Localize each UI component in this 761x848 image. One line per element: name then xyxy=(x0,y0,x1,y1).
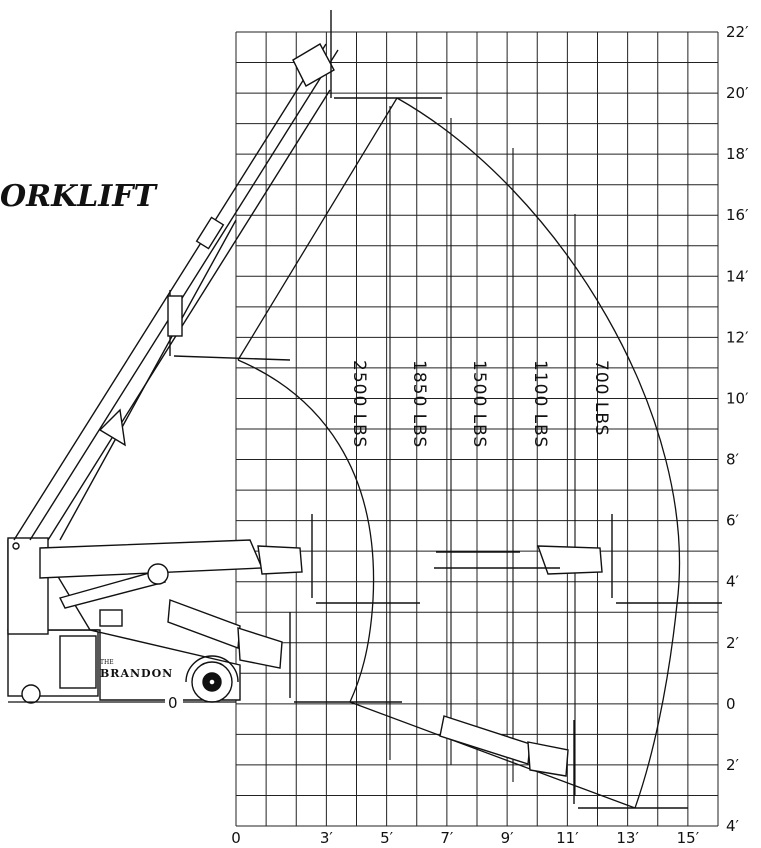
envelope-upper-boundary xyxy=(237,97,398,361)
boom-lowered xyxy=(167,599,688,809)
y-tick-label: 16′ xyxy=(726,206,749,224)
diagram-title: ORKLIFT xyxy=(0,179,159,214)
forklift-rear-wheel xyxy=(21,684,41,704)
forklift-pivot xyxy=(12,542,20,550)
boom-horizontal xyxy=(39,514,722,609)
y-tick-label: 8′ xyxy=(726,451,740,469)
capacity-labels: 2500 LBS 1850 LBS 1500 LBS 1100 LBS 700 … xyxy=(349,360,611,448)
capacity-label-1500: 1500 LBS xyxy=(469,360,489,448)
forklift-fender xyxy=(185,655,239,683)
y-tick-label: 4′ xyxy=(726,817,740,835)
forklift-battery-box xyxy=(59,635,97,689)
boom-raised xyxy=(13,10,442,541)
brand-name: BRANDON xyxy=(100,667,173,680)
y-tick-label: 14′ xyxy=(726,267,749,285)
capacity-label-700: 700 LBS xyxy=(591,360,611,436)
envelope-lower-boundary xyxy=(349,701,636,809)
x-tick-label: 5′ xyxy=(380,829,394,847)
x-tick-label: 7′ xyxy=(440,829,454,847)
load-envelope xyxy=(237,97,681,809)
y-tick-label: 4′ xyxy=(726,573,740,591)
x-tick-label: 3′ xyxy=(320,829,334,847)
forklift-control-box xyxy=(99,609,123,627)
capacity-label-2500: 2500 LBS xyxy=(349,360,369,448)
y-axis-ticks: 22′ 20′ 18′ 16′ 14′ 12′ 10′ 8′ 6′ 4′ 2′ 0 2′ 4′ xyxy=(726,23,749,835)
origin-label: 0 xyxy=(168,694,178,712)
brand-prefix: THE xyxy=(100,659,114,666)
origin-label-bg xyxy=(165,694,183,710)
y-tick-label: 18′ xyxy=(726,145,749,163)
x-tick-label: 9′ xyxy=(501,829,515,847)
y-tick-label: 12′ xyxy=(726,328,749,346)
capacity-label-1100: 1100 LBS xyxy=(530,360,550,448)
x-tick-label: 11′ xyxy=(556,829,579,847)
x-tick-label: 0 xyxy=(231,829,241,847)
envelope-inner-boundary xyxy=(237,359,375,703)
boom-mid xyxy=(167,290,291,361)
y-tick-label: 0 xyxy=(726,695,736,713)
y-tick-label: 22′ xyxy=(726,23,749,41)
envelope-outer-boundary xyxy=(396,97,681,809)
x-tick-label: 15′ xyxy=(677,829,700,847)
capacity-label-1850: 1850 LBS xyxy=(409,360,429,448)
x-axis-ticks: 0 3′ 5′ 7′ 9′ 11′ 13′ 15′ xyxy=(231,829,699,847)
x-tick-label: 13′ xyxy=(616,829,639,847)
y-tick-label: 2′ xyxy=(726,756,740,774)
y-tick-label: 10′ xyxy=(726,389,749,407)
y-tick-label: 20′ xyxy=(726,84,749,102)
capacity-zone-dividers xyxy=(389,106,576,796)
forklift-illustration xyxy=(7,10,722,809)
y-tick-label: 6′ xyxy=(726,512,740,530)
y-tick-label: 2′ xyxy=(726,634,740,652)
chart-grid xyxy=(235,31,719,827)
forklift-hub-center xyxy=(208,678,216,686)
